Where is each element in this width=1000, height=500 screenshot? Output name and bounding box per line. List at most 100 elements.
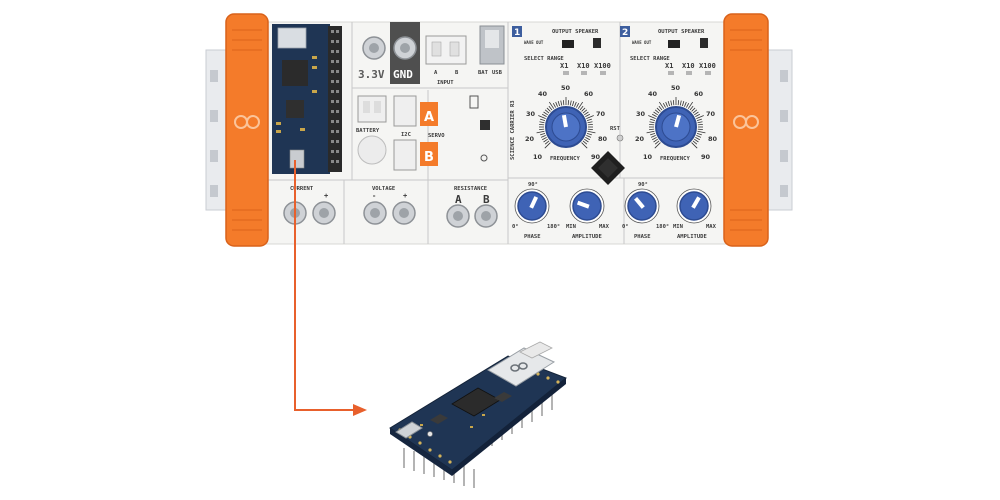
generator-2-range-x100: X100 [699,62,716,70]
generator-2-freq-70: 70 [706,110,716,118]
input-pin-b: B [455,70,459,76]
generator-1-amp-max: MAX [599,224,610,230]
dial-tick [649,121,655,124]
generator-2-amp-min: MIN [673,224,683,230]
generator-2-freq-10: 10 [643,153,653,161]
bat-label: BAT [478,70,489,76]
generator-2-phase-0: 0° [622,224,629,230]
dial-tick [581,142,588,149]
science-carrier-board: 3.3V GND A B INPUT BAT USB BATTERY [205,13,793,247]
generator-1-phase-0: 0° [512,224,519,230]
dial-tick [584,138,589,143]
dial-tick [574,101,577,107]
dial-tick [586,133,592,136]
generator-1-amplitude-label: AMPLITUDE [572,234,602,240]
dial-tick [538,115,546,119]
dial-tick [697,130,706,134]
dial-tick [572,101,575,107]
generator-2-output-speaker: OUTPUT SPEAKER [658,29,705,35]
dial-tick [546,107,551,112]
dial-tick [582,109,588,114]
dial-tick [585,137,590,141]
generator-2-amplitude-dial: MIN MAX AMPLITUDE [673,188,717,240]
sensor-area: SCIENCE CARRIER R3 [469,95,516,162]
generator-2-component [700,38,708,48]
dial-tick [687,101,694,109]
generator-2-range-x10: X10 [682,62,695,70]
generator-1-amp-min: MIN [566,224,576,230]
dial-tick [544,109,550,114]
dial-tick [691,142,698,149]
dial-tick [665,101,668,107]
dial-tick [650,133,656,136]
bat-usb-switch: BAT USB [478,25,505,76]
generator-1-output-speaker: OUTPUT SPEAKER [552,29,599,35]
input-pin-a: A [434,70,438,76]
generator-2-range-x1: X1 [665,62,673,70]
dial-tick [579,105,584,111]
generator-1-freq-70: 70 [596,110,606,118]
dial-tick [586,118,592,121]
battery-label: BATTERY [356,128,380,134]
nano-module-detail [389,341,567,488]
dial-tick [587,130,596,134]
board-side-text: SCIENCE CARRIER R3 [510,100,516,160]
dial-tick [539,121,545,124]
generator-1-phase-90: 90° [528,182,538,188]
label-3v3: 3.3V [358,68,385,81]
nano-usb-connector [395,421,423,439]
generator-1-number: 1 [514,28,520,38]
dial-tick [652,137,657,141]
dial-tick [569,100,572,106]
dial-tick [536,130,545,134]
dial-tick [581,107,586,112]
generator-1-frequency-label: FREQUENCY [550,156,580,162]
dial-tick [697,121,703,124]
dial-tick [650,118,656,121]
input-label: INPUT [437,80,454,86]
dial-tick [560,100,563,106]
dial-tick [586,135,592,138]
dial-tick [646,130,655,134]
generator-2-freq-20: 20 [635,135,645,143]
arduino-infinity-icon [510,362,528,372]
dial-tick [654,142,661,149]
dial-tick [696,135,702,138]
dial-tick [584,111,589,116]
left-bumper [225,13,269,247]
dial-tick [694,111,699,116]
generator-2-amplitude-label: AMPLITUDE [677,234,707,240]
i2c-connectors: I2C [393,95,417,171]
generator-2-freq-90: 90 [701,153,711,161]
generator-1-frequency-dial: 10 20 30 40 50 60 70 80 90 FREQUENCY [525,84,608,162]
voltage-minus: - [372,192,376,200]
generator-1-freq-30: 30 [526,110,536,118]
input-connector: A B INPUT [425,35,467,86]
generator-2: 2 WAVE OUT OUTPUT SPEAKER SELECT RANGE X… [620,26,718,240]
dial-tick [695,137,700,141]
nano-reset-button [427,431,433,437]
generator-1-phase-dial: 90° 0° 180° PHASE [512,182,560,240]
generator-2-freq-40: 40 [648,90,658,98]
dial-tick [662,103,666,108]
dial-tick [577,101,584,109]
dial-tick [654,140,660,145]
generator-1-freq-90: 90 [591,153,601,161]
dial-tick [692,109,698,114]
dial-tick [540,133,546,136]
generator-1-amplitude-dial: MIN MAX AMPLITUDE [566,188,610,240]
rst-button[interactable] [616,134,624,142]
generator-1-freq-20: 20 [525,135,535,143]
generator-1-wave-out: WAVE OUT [524,40,544,45]
i2c-label: I2C [401,132,411,138]
battery-holder [357,135,387,165]
generator-1-select-range: SELECT RANGE [524,56,564,62]
dial-tick [656,107,661,112]
generator-1-range-x1: X1 [560,62,568,70]
center-chip: RST [591,126,625,185]
dial-tick [557,101,560,107]
battery-connector: BATTERY [356,95,387,165]
callout-arrow [294,160,367,416]
dial-tick [548,105,553,111]
servo-label: SERVO [428,133,445,139]
